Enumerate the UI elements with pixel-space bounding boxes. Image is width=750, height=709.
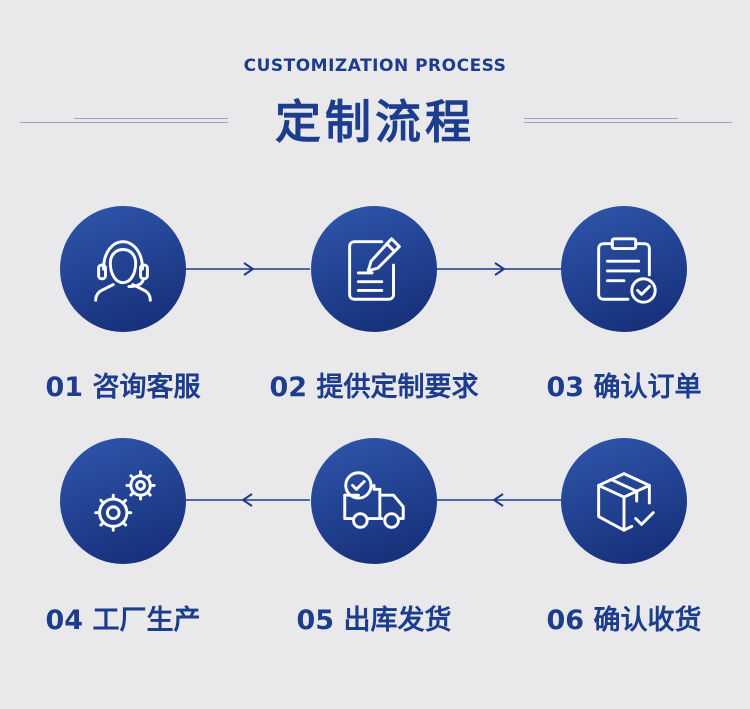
order-confirm-icon (597, 237, 657, 304)
title-deco-line-left (20, 122, 228, 123)
connector-arrow-2-3 (437, 262, 561, 276)
header-subtitle: CUSTOMIZATION PROCESS (243, 56, 507, 76)
connector-arrow-1-2 (186, 262, 310, 276)
document-edit-icon (348, 237, 401, 301)
page-title: 定制流程 (275, 95, 475, 149)
step-2-label: 02 提供定制要求 (269, 372, 479, 403)
step-3-circle (561, 206, 687, 332)
step-5-circle (311, 438, 437, 564)
step-1-circle (60, 206, 186, 332)
step-5-label: 05 出库发货 (296, 605, 452, 636)
step-4-circle (60, 438, 186, 564)
step-4-label: 04 工厂生产 (45, 605, 201, 636)
package-check-icon (597, 472, 655, 532)
customer-service-icon (94, 240, 152, 302)
title-deco-line-left-accent (74, 118, 228, 119)
connector-arrow-6-5 (437, 493, 561, 507)
delivery-truck-icon (343, 471, 405, 529)
gears-icon (94, 470, 156, 532)
step-6-circle (561, 438, 687, 564)
step-2-circle (311, 206, 437, 332)
title-deco-line-right (524, 122, 732, 123)
step-1-label: 01 咨询客服 (45, 372, 201, 403)
title-deco-line-right-accent (524, 118, 678, 119)
step-3-label: 03 确认订单 (546, 372, 702, 403)
step-6-label: 06 确认收货 (546, 605, 702, 636)
connector-arrow-5-4 (186, 493, 310, 507)
